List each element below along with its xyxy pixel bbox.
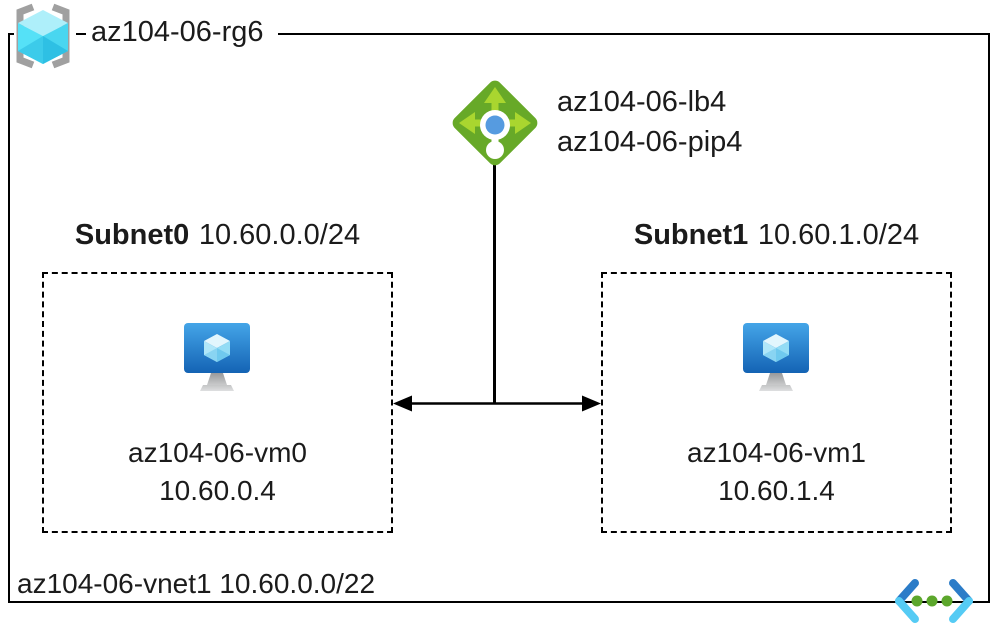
virtual-network-icon [895, 579, 973, 623]
load-balancer-labels: az104-06-lb4 az104-06-pip4 [557, 82, 742, 162]
vm1-name: az104-06-vm1 [687, 437, 866, 468]
load-balancer-name: az104-06-lb4 [557, 86, 727, 118]
arrowhead-right [582, 395, 601, 412]
subnet1-box [601, 272, 952, 533]
subnet1-name: Subnet1 [633, 219, 749, 251]
virtual-machine-icon [184, 323, 250, 391]
subnet0-box [42, 272, 393, 533]
resource-group-icon [14, 3, 76, 69]
subnet0-cidr: 10.60.0.0/24 [198, 219, 361, 251]
vm1-ip: 10.60.1.4 [718, 475, 835, 506]
arrowhead-left [393, 395, 412, 412]
subnet1-cidr: 10.60.1.0/24 [757, 219, 920, 251]
vm0-ip: 10.60.0.4 [159, 475, 276, 506]
vm0-caption: az104-06-vm0 10.60.0.4 [42, 434, 393, 510]
vnet-label: az104-06-vnet1 10.60.0.0/22 [17, 568, 384, 600]
subnet0-name: Subnet0 [74, 219, 190, 251]
public-ip-name: az104-06-pip4 [557, 126, 743, 158]
virtual-machine-icon [743, 323, 809, 391]
load-balancer-icon [452, 80, 538, 166]
resource-group-label: az104-06-rg6 [86, 13, 278, 51]
resource-group-box [8, 33, 990, 603]
vm1-caption: az104-06-vm1 10.60.1.4 [601, 434, 952, 510]
vm0-name: az104-06-vm0 [128, 437, 307, 468]
